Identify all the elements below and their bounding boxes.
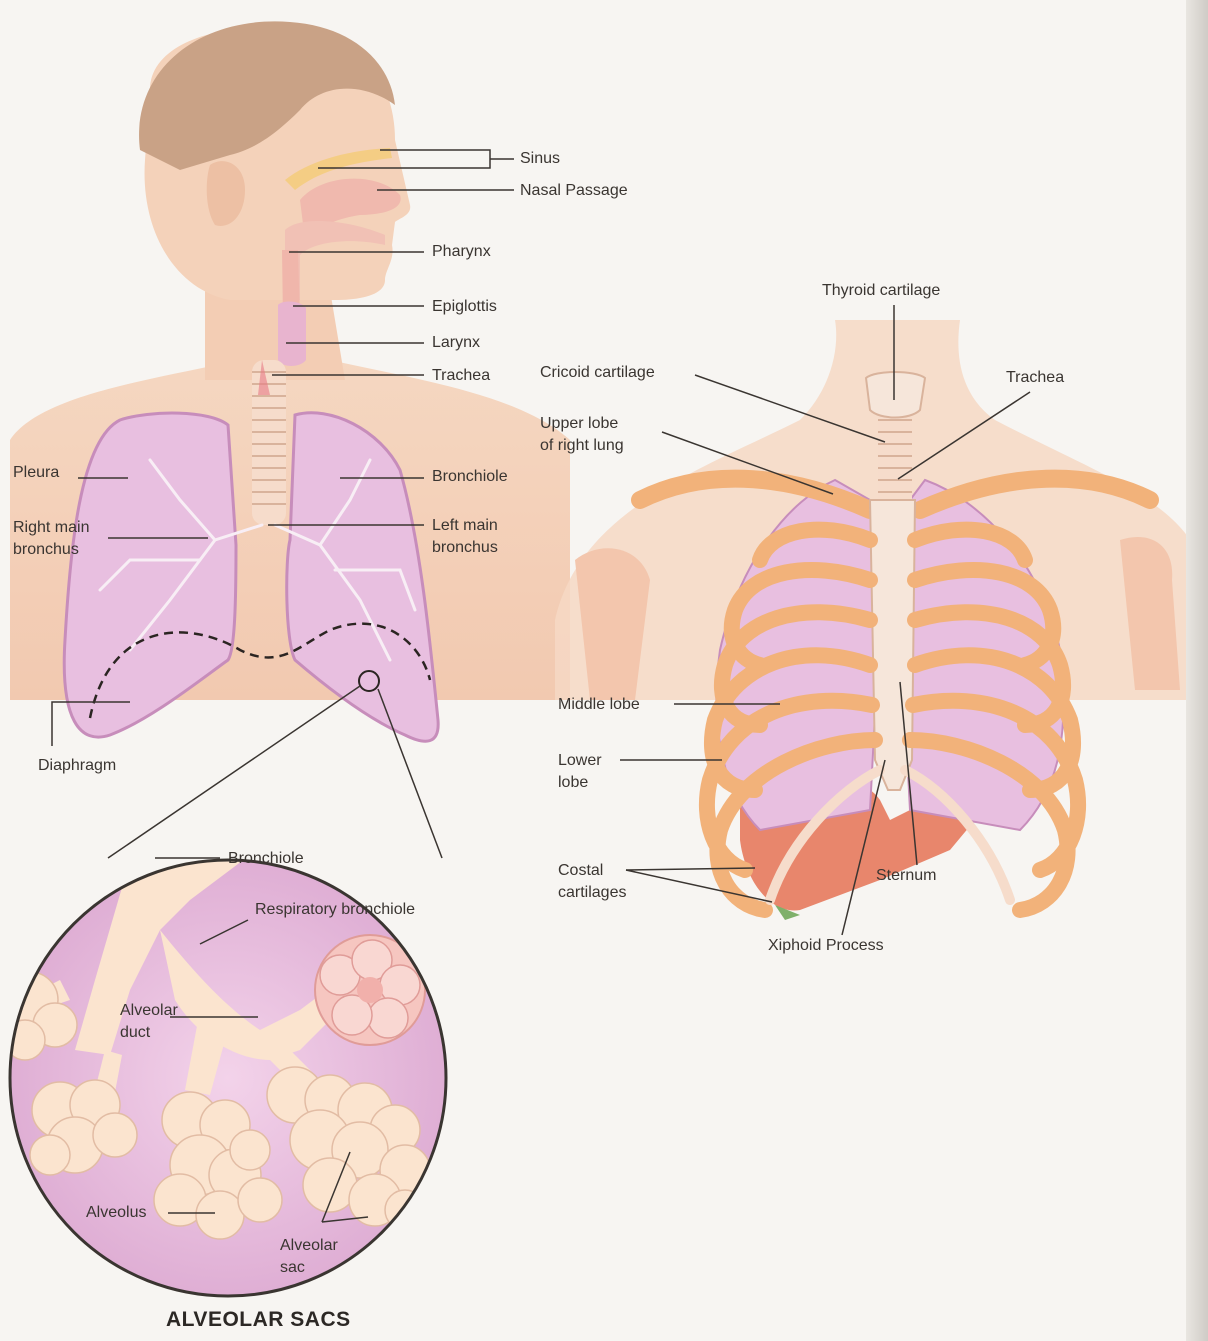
label-cricoid-cartilage: Cricoid cartilage: [540, 362, 655, 384]
label-costal-cartilages: Costal cartilages: [558, 860, 626, 904]
label-larynx: Larynx: [432, 332, 480, 354]
label-bronchiole-left: Bronchiole: [432, 466, 508, 488]
title-alveolar-sacs: ALVEOLAR SACS: [166, 1308, 351, 1332]
label-epiglottis: Epiglottis: [432, 296, 497, 318]
rib-cage-figure: [555, 320, 1200, 920]
label-upper-lobe: Upper lobe of right lung: [540, 413, 624, 457]
label-bronchiole-zoom: Bronchiole: [228, 848, 304, 870]
label-right-main-bronchus: Right main bronchus: [13, 517, 89, 561]
label-alveolar-duct: Alveolar duct: [120, 1000, 178, 1044]
label-pleura: Pleura: [13, 462, 59, 484]
label-nasal-passage: Nasal Passage: [520, 180, 628, 202]
label-left-main-bronchus: Left main bronchus: [432, 515, 498, 559]
label-sternum: Sternum: [876, 865, 936, 887]
label-pharynx: Pharynx: [432, 241, 491, 263]
label-alveolus: Alveolus: [86, 1202, 146, 1224]
label-xiphoid-process: Xiphoid Process: [768, 935, 884, 957]
page-edge-shadow: [1186, 0, 1208, 1341]
label-middle-lobe: Middle lobe: [558, 694, 640, 716]
label-alveolar-sac: Alveolar sac: [280, 1235, 338, 1279]
label-thyroid-cartilage: Thyroid cartilage: [822, 280, 940, 302]
alveolar-zoom: [2, 800, 446, 1296]
label-trachea-right: Trachea: [1006, 367, 1064, 389]
label-diaphragm: Diaphragm: [38, 755, 116, 777]
label-respiratory-bronchiole: Respiratory bronchiole: [255, 899, 415, 921]
label-trachea-left: Trachea: [432, 365, 490, 387]
label-lower-lobe: Lower lobe: [558, 750, 602, 794]
label-sinus: Sinus: [520, 148, 560, 170]
